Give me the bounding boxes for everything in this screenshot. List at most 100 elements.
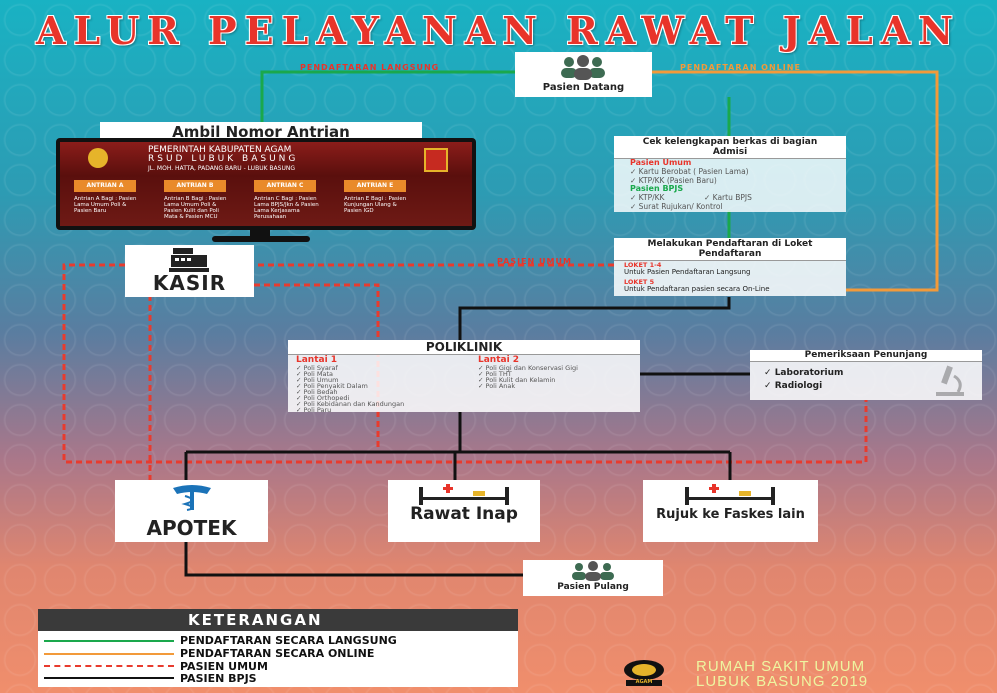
lantai1-title: Lantai 1 <box>296 355 338 365</box>
legend-item: PASIEN UMUM <box>180 660 268 673</box>
lantai2-list: Poli Gigi dan Konservasi Gigi Poli THT P… <box>478 365 578 390</box>
footer-text: RUMAH SAKIT UMUM LUBUK BASUNG 2019 <box>676 659 868 689</box>
antrian-a-text: Antrian A Bagi : Pasien Lama Umum Poli &… <box>74 196 137 214</box>
apotek-label: APOTEK <box>146 516 237 540</box>
monitor-screen: PEMERINTAH KABUPATEN AGAM RSUD LUBUK BAS… <box>60 142 472 226</box>
poliklinik-box: POLIKLINIK Lantai 1 Poli Syaraf Poli Mat… <box>288 340 640 414</box>
rawat-inap-label: Rawat Inap <box>410 504 518 524</box>
penunjang-box: Pemeriksaan Penunjang Laboratorium Radio… <box>750 350 982 400</box>
people-icon <box>561 55 605 80</box>
penunjang-item: Radiologi <box>764 381 823 391</box>
poli-item: Poli Penyakit Dalam <box>296 383 404 390</box>
monitor-line1: PEMERINTAH KABUPATEN AGAM <box>148 145 292 155</box>
poliklinik-header: POLIKLINIK <box>288 340 640 355</box>
antrian-e-text: Antrian E Bagi : Pasien Kunjungan Ulang … <box>344 196 407 214</box>
lantai1-list: Poli Syaraf Poli Mata Poli Umum Poli Pen… <box>296 365 405 414</box>
logo-text: AGAM <box>635 679 653 685</box>
penunjang-title: Pemeriksaan Penunjang <box>804 350 928 360</box>
monitor-title: PEMERINTAH KABUPATEN AGAM RSUD LUBUK BAS… <box>148 146 298 173</box>
pendaftaran-title: Melakukan Pendaftaran di Loket Pendaftar… <box>647 239 813 259</box>
pasien-pulang-box: Pasien Pulang <box>523 560 663 596</box>
bpjs-list-2: Kartu BPJS <box>704 193 752 202</box>
poli-item: Poli Mata <box>296 371 404 378</box>
legend-red-swatch <box>44 665 174 667</box>
poli-item: Poli Gigi dan Konservasi Gigi <box>478 365 578 372</box>
poli-item: Poli Kulit dan Kelamin <box>478 377 578 384</box>
legend-orange-swatch <box>44 653 174 655</box>
hospital-logo: AGAM <box>622 658 666 686</box>
bed-icon <box>419 484 509 505</box>
poli-item: Poli Anak <box>478 383 578 390</box>
legend-item: PENDAFTARAN SECARA LANGSUNG <box>180 634 397 647</box>
bpjs-item: KTP/KK <box>630 193 665 202</box>
pasien-pulang-label: Pasien Pulang <box>557 582 629 592</box>
pasien-umum-title: Pasien Umum <box>630 158 692 167</box>
logo-icon <box>88 148 108 168</box>
pendaftaran-header: Melakukan Pendaftaran di Loket Pendaftar… <box>614 238 846 261</box>
bed-icon <box>685 484 775 505</box>
footer-line1: RUMAH SAKIT UMUM <box>696 658 866 675</box>
legend-green-swatch <box>44 640 174 642</box>
label-langsung: PENDAFTARAN LANGSUNG <box>300 63 440 72</box>
legend-item: PASIEN BPJS <box>180 672 257 685</box>
loket1-label: LOKET 1-4 <box>624 261 662 269</box>
legend-item: PENDAFTARAN SECARA ONLINE <box>180 647 375 660</box>
poli-item: Poli Paru <box>296 407 404 414</box>
poli-item: Poli Kebidanan dan Kandungan <box>296 401 405 408</box>
poli-item: Poli Bedah <box>296 389 404 396</box>
antrian-b-text: Antrian B Bagi : Pasien Lama Umum Poli &… <box>164 196 227 220</box>
rujuk-box: Rujuk ke Faskes lain <box>643 480 818 542</box>
lantai2-title: Lantai 2 <box>478 355 520 365</box>
cek-berkas-header: Cek kelengkapan berkas di bagian Admisi <box>614 136 846 159</box>
antrian-b-button: ANTRIAN B <box>164 180 226 192</box>
footer-line2: LUBUK BASUNG 2019 <box>696 673 869 690</box>
apotek-box: APOTEK <box>115 480 268 542</box>
monitor-stand <box>212 236 310 242</box>
cek-berkas-box: Cek kelengkapan berkas di bagian Admisi … <box>614 136 846 212</box>
ambil-nomor-label: Ambil Nomor Antrian <box>172 123 350 141</box>
pasien-datang-box: Pasien Datang <box>515 52 652 97</box>
pendaftaran-box: Melakukan Pendaftaran di Loket Pendaftar… <box>614 238 846 296</box>
emblem-icon <box>424 148 448 172</box>
poster-title: ALUR PELAYANAN RAWAT JALAN <box>35 8 961 53</box>
monitor-neck <box>250 230 270 238</box>
antrian-c-button: ANTRIAN C <box>254 180 316 192</box>
rujuk-label: Rujuk ke Faskes lain <box>656 507 805 522</box>
monitor-line2: RSUD LUBUK BASUNG <box>148 154 299 164</box>
penunjang-item: Laboratorium <box>764 368 844 378</box>
loket2-desc: Untuk Pendaftaran pasien secara On-Line <box>624 285 770 293</box>
orange-line <box>652 70 939 292</box>
pasien-bpjs-title: Pasien BPJS <box>630 184 684 193</box>
loket1-desc: Untuk Pasien Pendaftaran Langsung <box>624 268 751 276</box>
queue-monitor: PEMERINTAH KABUPATEN AGAM RSUD LUBUK BAS… <box>56 138 476 230</box>
antrian-c-text: Antrian C Bagi : Pasien Lama BPJS/Jkn & … <box>254 196 319 220</box>
penunjang-header: Pemeriksaan Penunjang <box>750 350 982 362</box>
poli-item: Poli Umum <box>296 377 404 384</box>
hospital-logo-icon <box>624 660 664 686</box>
monitor-line3: JL. MOH. HATTA, PADANG BARU - LUBUK BASU… <box>148 165 295 172</box>
cek-berkas-title: Cek kelengkapan berkas di bagian Admisi <box>642 137 818 157</box>
label-online: PENDAFTARAN ONLINE <box>680 63 801 72</box>
microscope-icon <box>936 365 964 396</box>
bpjs-item: Kartu BPJS <box>704 193 752 202</box>
people-icon <box>572 561 614 581</box>
pasien-datang-label: Pasien Datang <box>542 82 625 93</box>
bpjs-list-3: Surat Rujukan/ Kontrol <box>630 202 723 211</box>
legend-box: KETERANGAN PENDAFTARAN SECARA LANGSUNG P… <box>38 609 518 687</box>
green-line <box>260 70 731 240</box>
poli-item: Poli THT <box>478 371 578 378</box>
umum-item: Kartu Berobat ( Pasien Lama) <box>630 167 749 176</box>
antrian-e-button: ANTRIAN E <box>344 180 406 192</box>
bpjs-list: KTP/KK <box>630 193 665 202</box>
kasir-box: KASIR <box>125 245 254 297</box>
legend-black-swatch <box>44 677 174 679</box>
rawat-inap-box: Rawat Inap <box>388 480 540 542</box>
ambil-nomor-box: Ambil Nomor Antrian <box>100 122 422 142</box>
umum-list: Kartu Berobat ( Pasien Lama) KTP/KK (Pas… <box>630 167 749 185</box>
poli-item: Poli Syaraf <box>296 365 404 372</box>
pharmacy-icon <box>173 485 211 511</box>
poliklinik-title: POLIKLINIK <box>425 340 503 354</box>
loket2-label: LOKET 5 <box>624 278 655 286</box>
poli-item: Poli Orthopedi <box>296 395 404 402</box>
